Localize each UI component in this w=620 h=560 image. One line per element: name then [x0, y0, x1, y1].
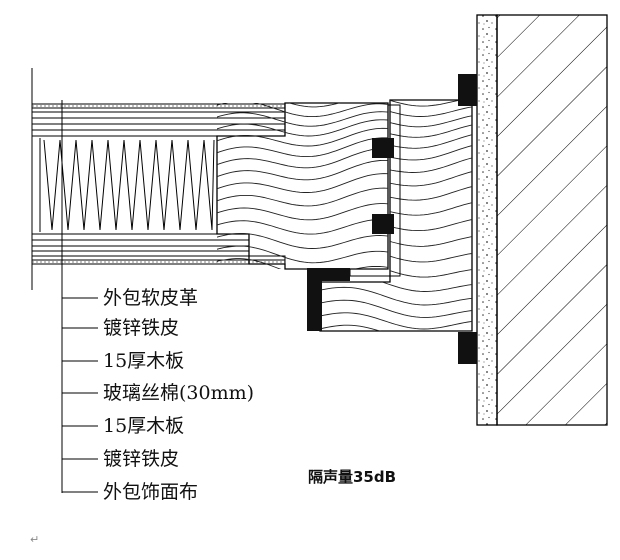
- label-plywood-top: 15厚木板: [103, 350, 184, 372]
- wall-masonry: [496, 14, 608, 426]
- glass-wool-insulation: [43, 139, 215, 231]
- door-frame-jamb: [319, 99, 473, 332]
- label-glass-wool: 玻璃丝棉(30mm): [103, 382, 254, 404]
- rubber-seals: [307, 74, 477, 364]
- label-plywood-bottom: 15厚木板: [103, 415, 184, 437]
- layer-labels: 外包软皮革 镀锌铁皮 15厚木板 玻璃丝棉(30mm) 15厚木板 镀锌铁皮 外…: [103, 287, 254, 503]
- door-leaf-layers: [31, 68, 286, 290]
- paragraph-mark: ↵: [30, 533, 39, 546]
- label-outer-leather: 外包软皮革: [103, 287, 198, 309]
- wall-plaster-layer: [476, 14, 498, 426]
- leader-lines: [61, 100, 98, 493]
- wood-edge-slab: [216, 102, 389, 270]
- sound-insulation-note: 隔声量35dB: [308, 468, 396, 486]
- label-galvanized-sheet-bottom: 镀锌铁皮: [103, 448, 179, 470]
- label-galvanized-sheet-top: 镀锌铁皮: [103, 317, 179, 339]
- label-outer-fabric: 外包饰面布: [103, 481, 198, 503]
